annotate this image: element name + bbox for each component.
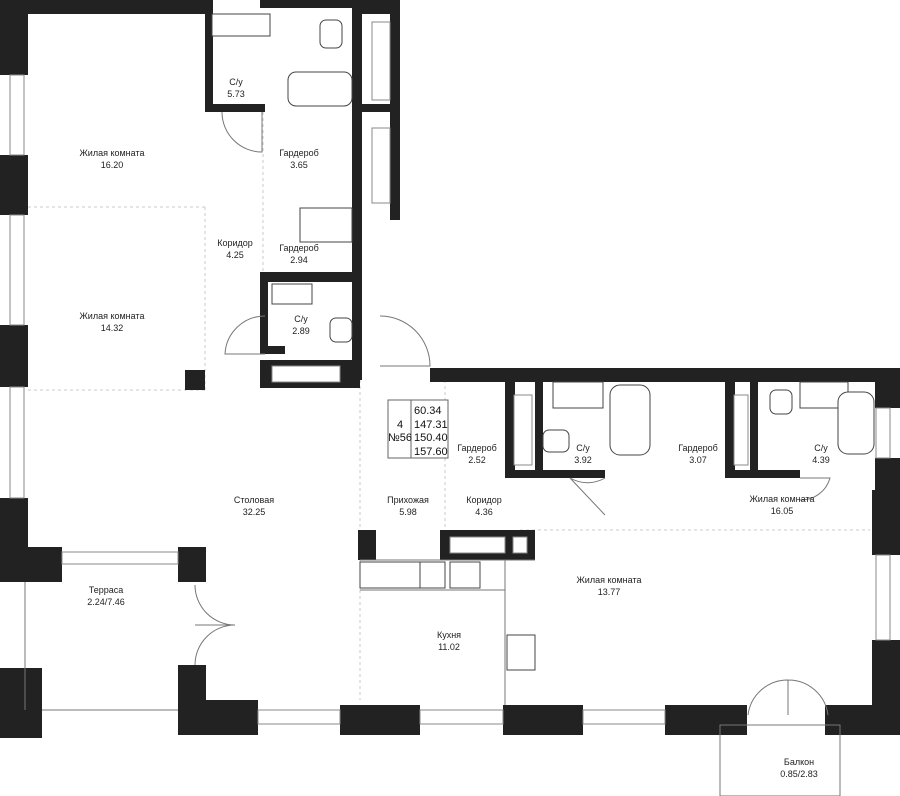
room-corridor1: Коридор 4.25: [217, 238, 253, 260]
walls: [0, 0, 900, 738]
svg-text:2.94: 2.94: [290, 255, 308, 265]
room-bath1: С/у 5.73: [227, 77, 245, 99]
area-2: 147.31: [414, 419, 448, 431]
room-kitchen: Кухня 11.02: [437, 630, 461, 652]
svg-text:Гардероб: Гардероб: [678, 443, 718, 453]
svg-text:2.52: 2.52: [468, 455, 486, 465]
svg-text:Прихожая: Прихожая: [387, 495, 429, 505]
room-living4: Жилая комната 13.77: [576, 575, 641, 597]
outdoor-outlines: [24, 559, 841, 796]
svg-text:0.85/2.83: 0.85/2.83: [780, 769, 818, 779]
svg-text:С/у: С/у: [814, 443, 828, 453]
svg-text:Жилая комната: Жилая комната: [576, 575, 641, 585]
room-bath4: С/у 4.39: [812, 443, 830, 465]
bathtub-icon: [837, 391, 875, 455]
svg-text:С/у: С/у: [229, 77, 243, 87]
svg-text:Кухня: Кухня: [437, 630, 461, 640]
svg-text:14.32: 14.32: [101, 323, 124, 333]
room-corridor2: Коридор 4.36: [466, 495, 502, 517]
svg-text:3.65: 3.65: [290, 160, 308, 170]
room-balcony: Балкон 0.85/2.83: [780, 757, 818, 779]
svg-text:2.24/7.46: 2.24/7.46: [87, 597, 125, 607]
svg-text:4.39: 4.39: [812, 455, 830, 465]
toilet-icon: [769, 389, 793, 415]
doors: [194, 111, 831, 716]
svg-text:16.05: 16.05: [771, 506, 794, 516]
room-bath3: С/у 3.92: [574, 443, 592, 465]
sink-icon: [211, 13, 271, 37]
area-3: 150.40: [414, 432, 448, 444]
sink-icon: [449, 561, 481, 589]
bathtub-icon: [287, 71, 353, 107]
svg-text:Жилая комната: Жилая комната: [79, 311, 144, 321]
bathtub-icon: [609, 384, 651, 456]
fixtures: [211, 13, 875, 671]
washer-icon: [299, 207, 353, 243]
svg-text:Балкон: Балкон: [784, 757, 814, 767]
room-living2: Жилая комната 14.32: [79, 311, 144, 333]
room-wardrobe4: Гардероб 3.07: [678, 443, 718, 465]
room-dining: Столовая 32.25: [234, 495, 274, 517]
sink-icon: [271, 283, 313, 305]
sink-icon: [552, 381, 604, 409]
svg-text:Гардероб: Гардероб: [279, 148, 319, 158]
svg-text:Гардероб: Гардероб: [457, 443, 497, 453]
svg-text:5.98: 5.98: [399, 507, 417, 517]
apartment-info: 4 №56 60.34 147.31 150.40 157.60: [387, 399, 449, 459]
room-terrace: Терраса 2.24/7.46: [87, 585, 125, 607]
rooms-count: 4: [397, 419, 403, 431]
svg-text:3.07: 3.07: [689, 455, 707, 465]
room-living3: Жилая комната 16.05: [749, 494, 814, 516]
svg-text:С/у: С/у: [576, 443, 590, 453]
svg-text:16.20: 16.20: [101, 160, 124, 170]
room-wardrobe2: Гардероб 2.94: [279, 243, 319, 265]
svg-text:32.25: 32.25: [243, 507, 266, 517]
svg-text:13.77: 13.77: [598, 587, 621, 597]
svg-text:11.02: 11.02: [438, 642, 460, 652]
svg-text:Коридор: Коридор: [466, 495, 502, 505]
svg-text:Жилая комната: Жилая комната: [79, 148, 144, 158]
svg-text:4.36: 4.36: [475, 507, 493, 517]
stove-icon: [419, 561, 446, 589]
room-bath2: С/у 2.89: [292, 314, 310, 336]
svg-text:3.92: 3.92: [574, 455, 592, 465]
svg-text:С/у: С/у: [294, 314, 308, 324]
counter-icon: [359, 561, 421, 589]
svg-text:Жилая комната: Жилая комната: [749, 494, 814, 504]
svg-text:Коридор: Коридор: [217, 238, 253, 248]
room-living1: Жилая комната 16.20: [79, 148, 144, 170]
svg-text:Столовая: Столовая: [234, 495, 274, 505]
toilet-icon: [329, 317, 353, 343]
svg-text:Гардероб: Гардероб: [279, 243, 319, 253]
svg-text:Терраса: Терраса: [89, 585, 124, 595]
svg-text:5.73: 5.73: [227, 89, 245, 99]
room-wardrobe3: Гардероб 2.52: [457, 443, 497, 465]
room-hall: Прихожая 5.98: [387, 495, 429, 517]
toilet-icon: [319, 19, 343, 49]
svg-text:2.89: 2.89: [292, 326, 310, 336]
area-1: 60.34: [414, 405, 442, 417]
room-wardrobe1: Гардероб 3.65: [279, 148, 319, 170]
svg-text:4.25: 4.25: [226, 250, 244, 260]
area-4: 157.60: [414, 446, 448, 458]
cooktop-icon: [506, 634, 536, 671]
apartment-number: №56: [388, 432, 412, 444]
toilet-icon: [542, 429, 570, 453]
